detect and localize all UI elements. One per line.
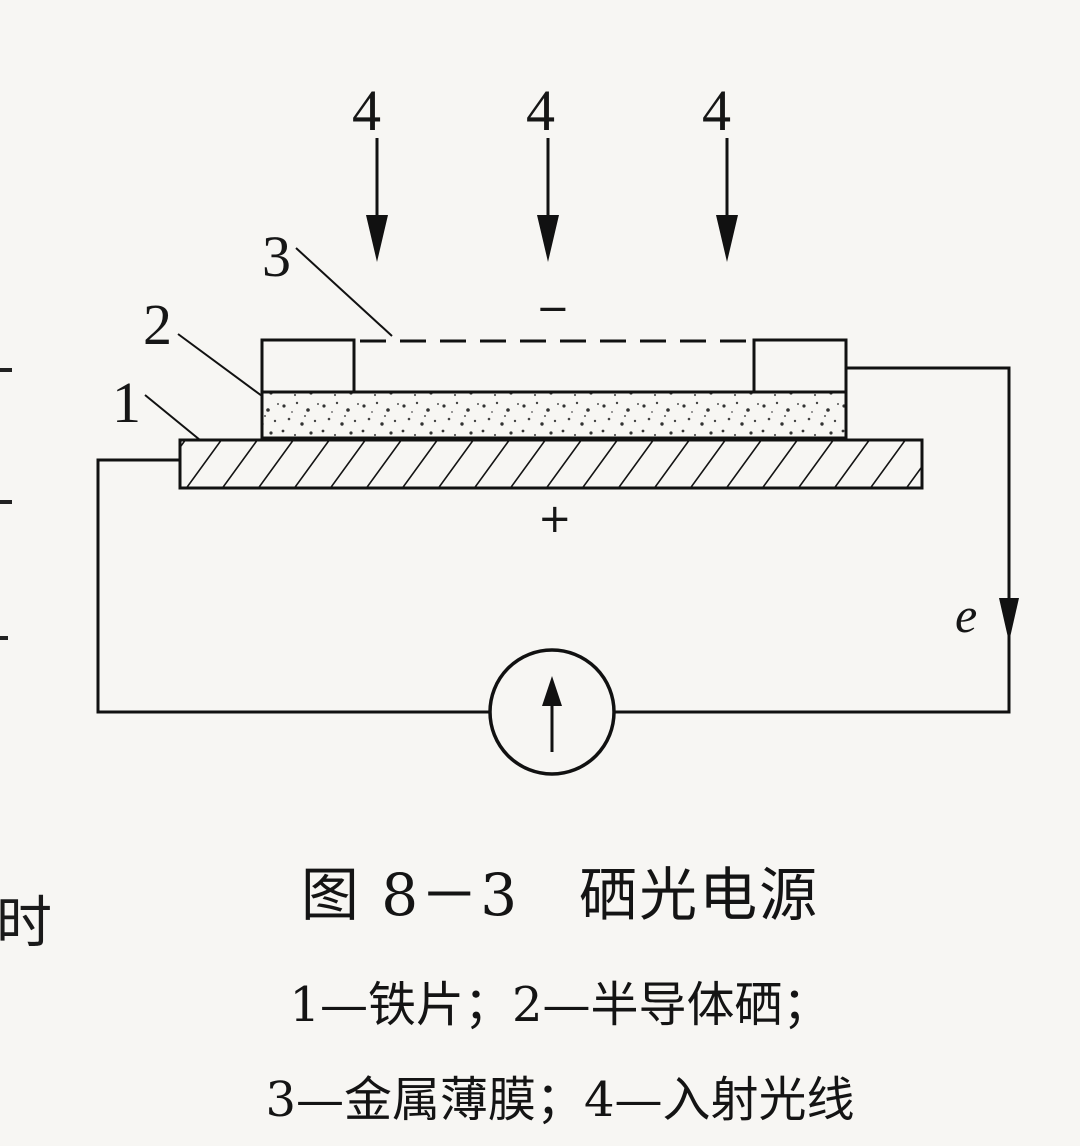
arrowhead-right (716, 215, 738, 262)
galvanometer (488, 648, 616, 776)
figure-title: 图 8－3 硒光电源 (300, 861, 820, 929)
electron-flow-arrowhead (999, 598, 1019, 642)
wire-left (96, 458, 490, 714)
label-4-middle: 4 (526, 78, 555, 143)
positive-sign: + (538, 496, 572, 542)
electron-label: e (955, 587, 977, 643)
label-3: 3 (262, 224, 291, 289)
arrowhead-middle (537, 215, 559, 262)
label-2: 2 (143, 292, 172, 357)
galvanometer-arrow-icon (542, 676, 562, 706)
leader-line-1 (144, 394, 201, 441)
label-4-left: 4 (352, 78, 381, 143)
figure-legend-line-2: 3—金属薄膜；4—入射光线 (265, 1072, 855, 1128)
margin-mark-3 (0, 636, 8, 640)
label-4-right: 4 (702, 78, 731, 143)
figure-legend-line-1: 1—铁片；2—半导体硒； (289, 977, 831, 1033)
leader-line-3 (295, 247, 393, 337)
negative-sign: − (536, 286, 570, 332)
electrode-right (752, 338, 848, 394)
arrowhead-left (366, 215, 388, 262)
wire-right (614, 366, 1011, 714)
galvanometer-circle (488, 648, 616, 776)
margin-fragment-char: 时 (0, 891, 52, 956)
electrode-left (260, 338, 356, 394)
leader-line-2 (177, 333, 263, 397)
iron-plate (178, 438, 924, 490)
selenium-layer (260, 390, 848, 440)
incident-light-arrows: 4 4 4 (352, 78, 738, 262)
margin-mark-1 (0, 368, 12, 372)
label-1: 1 (112, 370, 141, 435)
margin-mark-2 (0, 500, 12, 504)
